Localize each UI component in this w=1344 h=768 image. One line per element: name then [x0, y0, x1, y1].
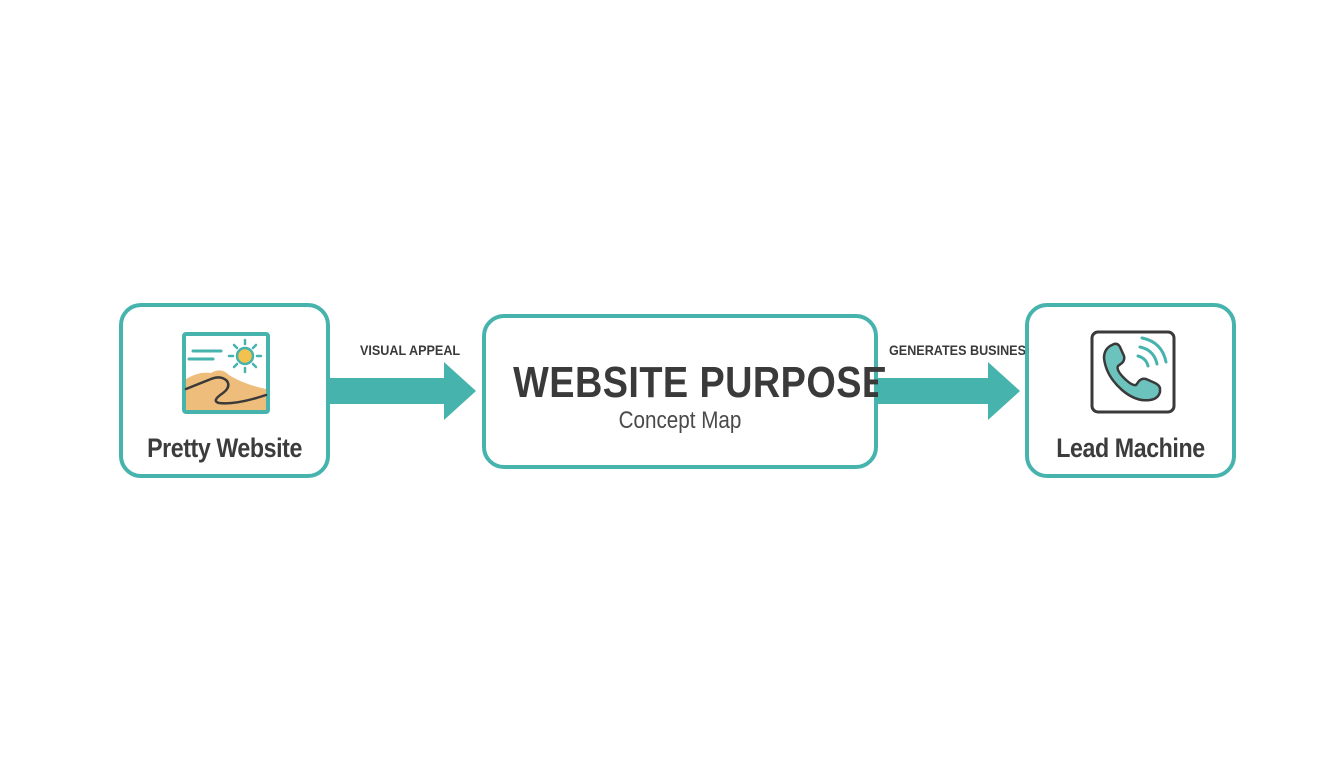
lead-machine-node: Lead Machine [1025, 303, 1236, 478]
website-purpose-node: WEBSITE PURPOSE Concept Map [482, 314, 888, 469]
generates-business-label: GENERATES BUSINESS [889, 342, 1035, 358]
pretty-website-label: Pretty Website [147, 433, 302, 463]
website-purpose-title: WEBSITE PURPOSE [513, 358, 888, 407]
landscape-image-icon [182, 332, 270, 414]
visual-appeal-arrow [330, 362, 476, 420]
visual-appeal-label: VISUAL APPEAL [360, 342, 461, 358]
generates-business-arrow [878, 362, 1020, 420]
pretty-website-node: Pretty Website [119, 303, 330, 478]
phone-ringing-icon [1090, 330, 1176, 414]
concept-map-subtitle: Concept Map [618, 407, 742, 434]
lead-machine-label: Lead Machine [1056, 433, 1205, 463]
